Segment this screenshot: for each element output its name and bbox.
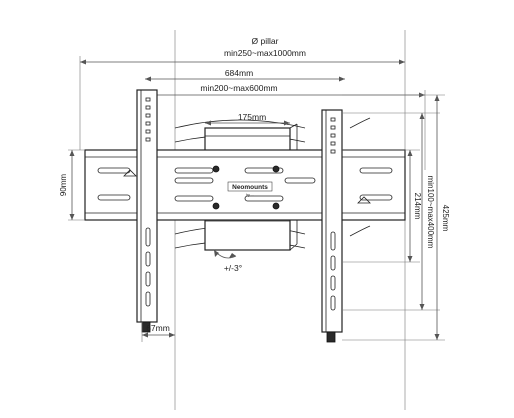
right-arm	[321, 109, 343, 343]
offset-dimension	[141, 322, 175, 342]
offset-label: 67mm	[146, 323, 170, 333]
width-total-dimension	[145, 76, 345, 82]
horizontal-rail: Neomounts by ...	[84, 149, 406, 221]
width-total-label: 684mm	[225, 68, 253, 78]
bracket-width-label: 175mm	[238, 112, 266, 122]
width-range-label: min200~max600mm	[200, 83, 277, 93]
height-range-label: min100~max400mm	[426, 176, 435, 249]
brand-sub: by ...	[246, 193, 254, 197]
tilt-label: +/-3°	[224, 263, 242, 273]
pillar-range-label: min250~max1000mm	[224, 48, 306, 58]
height-total-label: 425mm	[441, 205, 450, 232]
brand-logo: Neomounts	[232, 184, 268, 191]
pillar-title-label: Ø pillar	[252, 36, 279, 46]
pillar-dimension	[79, 56, 405, 150]
rail-height-dimension	[68, 149, 85, 221]
bracket-width-dimension	[205, 120, 290, 126]
rail-height-label: 90mm	[59, 174, 68, 197]
height-range-dimension	[342, 112, 440, 311]
arm-spacing-dimension	[342, 149, 420, 263]
arm-spacing-label: 214mm	[413, 193, 422, 220]
height-total-dimension	[342, 94, 445, 341]
tilt-indicator	[213, 249, 237, 259]
left-arm	[136, 89, 158, 333]
